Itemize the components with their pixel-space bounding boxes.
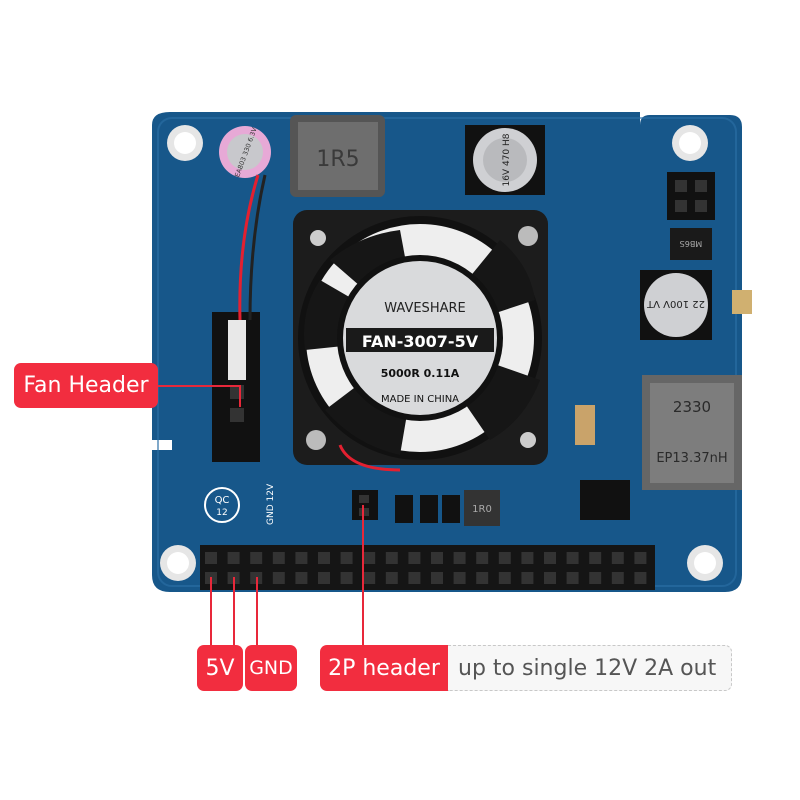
fan-header-leader: [158, 385, 240, 387]
gpio-pin: [295, 552, 308, 564]
gpio-pin: [453, 572, 466, 584]
capacitor-right-marking: 22 100V VT: [646, 298, 705, 309]
2p-header-note: up to single 12V 2A out: [448, 645, 732, 691]
gpio-pin: [318, 552, 330, 564]
qc-logo: [204, 487, 240, 523]
gpio-pin: [589, 572, 602, 584]
gpio-pin: [250, 552, 263, 564]
gpio-pin: [544, 572, 556, 584]
gpio-pin: [431, 572, 443, 584]
gpio-pin: [544, 552, 556, 564]
gnd-label: GND: [245, 645, 297, 691]
gpio-pin: [318, 572, 330, 584]
gpio-pin: [363, 552, 376, 564]
gpio-pin: [453, 552, 466, 564]
mounting-holes: [160, 125, 723, 581]
svg-text:QC: QC: [215, 495, 230, 506]
gpio-pin: [634, 572, 647, 584]
gpio-pin: [589, 552, 602, 564]
gpio-pin: [340, 552, 353, 564]
fan-origin: MADE IN CHINA: [381, 394, 459, 405]
gpio-pin: [227, 552, 240, 564]
5v-leader-b: [233, 577, 235, 645]
fan-spec: 5000R 0.11A: [381, 367, 460, 380]
gpio-pin: [272, 552, 285, 564]
fan-header-label: Fan Header: [14, 363, 158, 408]
bridge-marking: MB6S: [680, 239, 703, 248]
gpio-pin: [476, 572, 489, 584]
capacitor-top-marking: 16V 470 H8: [502, 133, 512, 186]
gpio-pin: [521, 552, 534, 564]
cooling-fan: WAVESHARE FAN-3007-5V 5000R 0.11A MADE I…: [293, 210, 548, 465]
inductor-marking: 1R5: [316, 147, 359, 172]
gpio-pin: [566, 552, 579, 564]
gpio-pin: [408, 572, 421, 584]
gpio-pin: [408, 552, 421, 564]
gpio-header: [200, 545, 655, 590]
fan-header-leader-down: [239, 385, 241, 407]
gpio-pin: [340, 572, 353, 584]
inductor-1r0: [464, 490, 500, 526]
fan-brand: WAVESHARE: [384, 301, 465, 316]
gpio-pin: [566, 572, 579, 584]
gpio-pin: [363, 572, 376, 584]
gpio-pin: [498, 552, 511, 564]
gpio-pin: [611, 552, 624, 564]
gpio-pin: [498, 572, 511, 584]
jumper-header: [667, 172, 715, 220]
2p-header-label: 2P header: [320, 645, 448, 691]
gpio-pin: [295, 572, 308, 584]
gpio-pin: [205, 552, 217, 564]
header-silkscreen: GND 12V: [266, 483, 276, 525]
gpio-pin: [272, 572, 285, 584]
gpio-pin: [611, 572, 624, 584]
5v-label: 5V: [197, 645, 243, 691]
gpio-pin: [385, 552, 398, 564]
gpio-pin: [634, 552, 647, 564]
fan-model: FAN-3007-5V: [362, 332, 479, 351]
gpio-pin: [431, 552, 443, 564]
gpio-pin: [385, 572, 398, 584]
gpio-pin: [521, 572, 534, 584]
gnd-leader: [256, 577, 258, 645]
bridge-rectifier: [670, 228, 712, 260]
svg-text:12: 12: [216, 508, 227, 518]
gpio-pin: [476, 552, 489, 564]
5v-leader-a: [210, 577, 212, 645]
2p-leader: [362, 505, 364, 645]
transformer-marking-2: EP13.37nH: [656, 451, 727, 466]
transformer-marking-1: 2330: [673, 398, 711, 416]
capacitor-right: [644, 273, 708, 337]
inductor-small-marking: 1R0: [472, 504, 492, 515]
